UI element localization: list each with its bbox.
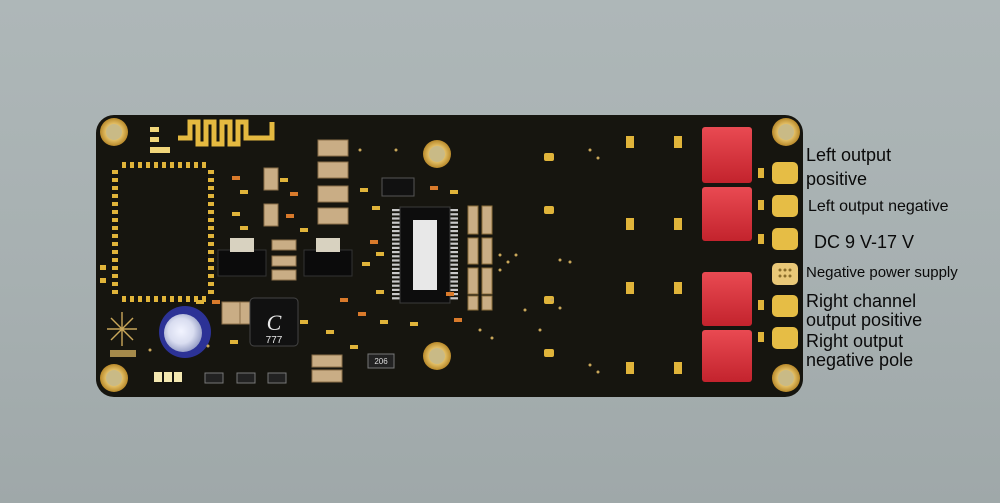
svg-text:C: C [267, 310, 282, 335]
mounting-hole [772, 364, 800, 392]
mounting-hole [423, 140, 451, 168]
film-capacitor [702, 272, 752, 326]
film-capacitor [702, 127, 752, 183]
mounting-hole [772, 118, 800, 146]
svg-text:777: 777 [266, 335, 283, 346]
terminal-pad [772, 295, 798, 317]
mounting-hole [100, 364, 128, 392]
terminal-pad [772, 162, 798, 184]
electrolytic-capacitor [159, 306, 211, 358]
film-capacitor [702, 330, 752, 382]
antenna-trace [178, 119, 275, 147]
label-left-output-negative: Left output negative [808, 198, 949, 215]
vias [148, 148, 600, 374]
svg-text:206: 206 [374, 357, 388, 366]
ic-pins [392, 209, 458, 300]
label-negative-power-supply: Negative power supply [806, 264, 958, 281]
label-right-channel-output-positive: Right channel output positive [806, 291, 923, 330]
terminal-pad [772, 263, 798, 285]
voltage-regulator [303, 249, 353, 277]
power-inductor: C 777 [249, 297, 299, 347]
mounting-hole [423, 342, 451, 370]
mounting-hole [100, 118, 128, 146]
film-capacitor [702, 187, 752, 241]
terminal-pad [772, 228, 798, 250]
terminal-pad [772, 195, 798, 217]
label-left-output-positive: Left output positive [806, 145, 892, 189]
smd-components [196, 176, 462, 349]
amplifier-ic [392, 206, 458, 304]
terminal-pad [772, 327, 798, 349]
sot-chip: 206 [367, 353, 395, 369]
snowflake-logo-icon [107, 312, 137, 346]
label-dc-supply: DC 9 V-17 V [814, 232, 915, 252]
voltage-regulator [217, 249, 267, 277]
label-right-output-negative-pole: Right output negative pole [806, 331, 914, 370]
wifi-module-pads [112, 162, 214, 302]
